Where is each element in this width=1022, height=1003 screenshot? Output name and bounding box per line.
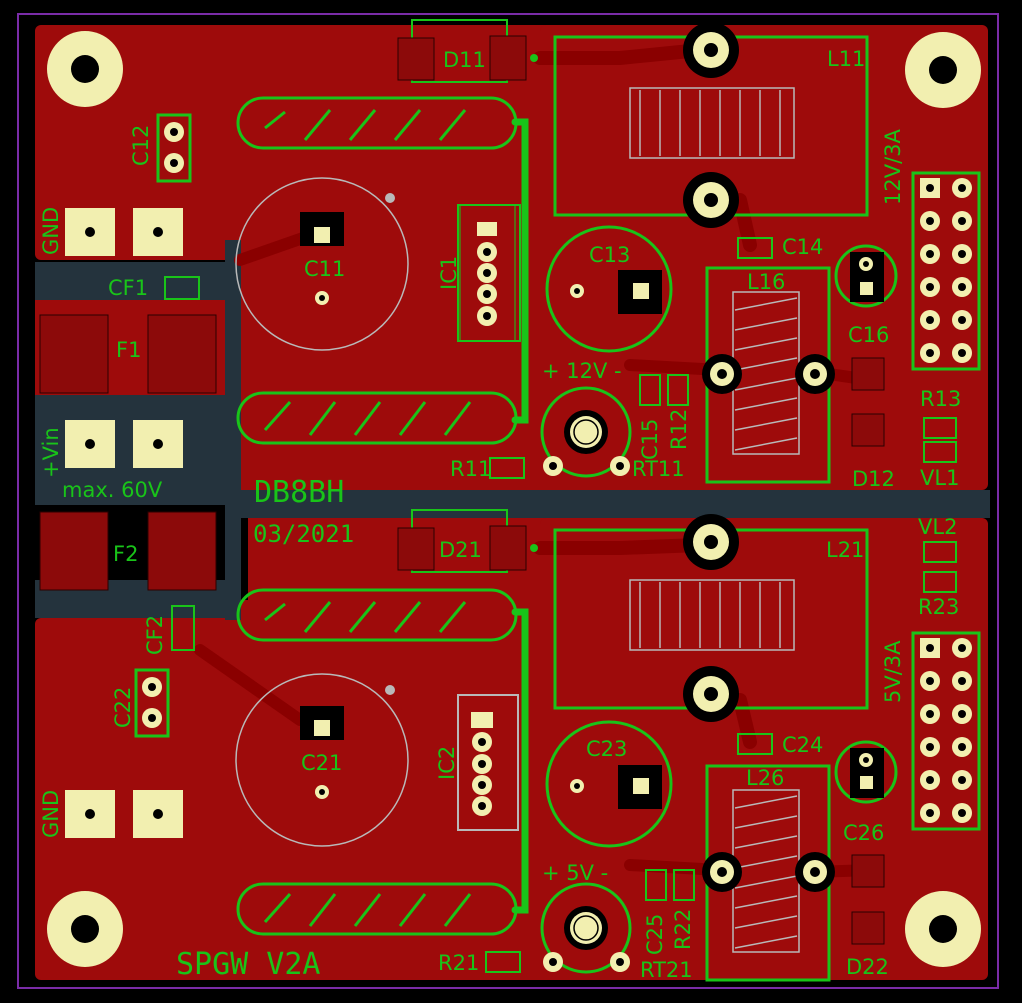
label-ic1: IC1 (437, 256, 461, 290)
label-c26: C26 (843, 821, 884, 845)
label-r12: R12 (667, 409, 691, 450)
label-vin: +Vin (39, 427, 63, 478)
label-d22: D22 (846, 955, 889, 979)
label-l16: L16 (747, 270, 785, 294)
inductor-l16 (702, 266, 835, 484)
label-c21: C21 (301, 751, 342, 775)
trimmer-rt11 (540, 386, 632, 478)
label-ic2: IC2 (435, 746, 459, 780)
output-connector-12v (911, 171, 981, 371)
inductor-l11 (553, 22, 869, 228)
label-c24: C24 (782, 733, 823, 757)
silkscreen-labels: GND GND +Vin max. 60V CF1 CF2 F1 F2 C12 … (39, 47, 961, 982)
label-max-voltage: max. 60V (62, 478, 163, 502)
label-author: DB8BH (254, 475, 344, 510)
label-c22: C22 (111, 687, 135, 728)
label-r21: R21 (438, 951, 479, 975)
label-l26: L26 (746, 766, 784, 790)
label-r11: R11 (450, 457, 491, 481)
label-date: 03/2021 (253, 520, 354, 548)
capacitor-c21 (235, 673, 409, 847)
label-gnd-bottom: GND (39, 790, 63, 838)
label-d12: D12 (852, 467, 895, 491)
label-gnd-top: GND (39, 207, 63, 255)
output-connector-5v (911, 631, 981, 831)
label-c15: C15 (638, 419, 662, 460)
header-c22 (134, 668, 170, 738)
label-adj-5v: + 5V - (542, 861, 608, 885)
label-vl1: VL1 (920, 466, 959, 490)
mounting-holes (47, 31, 981, 967)
capacitor-c13 (545, 225, 673, 353)
label-c16: C16 (848, 323, 889, 347)
label-r23: R23 (918, 595, 959, 619)
label-rt21: RT21 (640, 958, 693, 982)
terminal-pads (65, 208, 183, 838)
label-l21: L21 (826, 538, 864, 562)
diode-d21 (397, 509, 538, 573)
label-c23: C23 (586, 737, 627, 761)
fuse-pads (39, 314, 217, 591)
label-f2: F2 (113, 542, 138, 566)
inductor-l21 (553, 514, 869, 722)
label-project: SPGW V2A (176, 947, 321, 982)
ic2-footprint (457, 694, 519, 831)
trimmer-rt21 (540, 882, 632, 974)
label-c14: C14 (782, 235, 823, 259)
label-l11: L11 (827, 47, 865, 71)
label-r13: R13 (920, 387, 961, 411)
label-f1: F1 (116, 338, 141, 362)
label-c13: C13 (589, 243, 630, 267)
inductor-l26 (702, 764, 835, 982)
label-cf2: CF2 (143, 615, 167, 655)
label-cf1: CF1 (108, 276, 148, 300)
label-d11: D11 (443, 48, 486, 72)
label-c11: C11 (304, 257, 345, 281)
label-adj-12v: + 12V - (542, 359, 622, 383)
ic1-footprint (457, 204, 521, 342)
copper-pours (35, 25, 990, 980)
heatsink-outlines (236, 96, 529, 936)
smd-components (164, 237, 957, 973)
diode-d11 (397, 19, 538, 83)
capacitor-c26 (834, 740, 898, 804)
label-rt11: RT11 (632, 457, 685, 481)
label-d21: D21 (439, 538, 482, 562)
label-out-12v: 12V/3A (881, 128, 905, 205)
label-vl2: VL2 (918, 515, 957, 539)
label-r22: R22 (671, 909, 695, 950)
label-c25: C25 (643, 914, 667, 955)
label-c12: C12 (129, 125, 153, 166)
header-c12 (156, 113, 192, 183)
capacitor-c11 (235, 177, 409, 351)
label-out-5v: 5V/3A (881, 640, 905, 703)
capacitor-c23 (545, 720, 673, 848)
capacitor-c16 (834, 244, 898, 308)
